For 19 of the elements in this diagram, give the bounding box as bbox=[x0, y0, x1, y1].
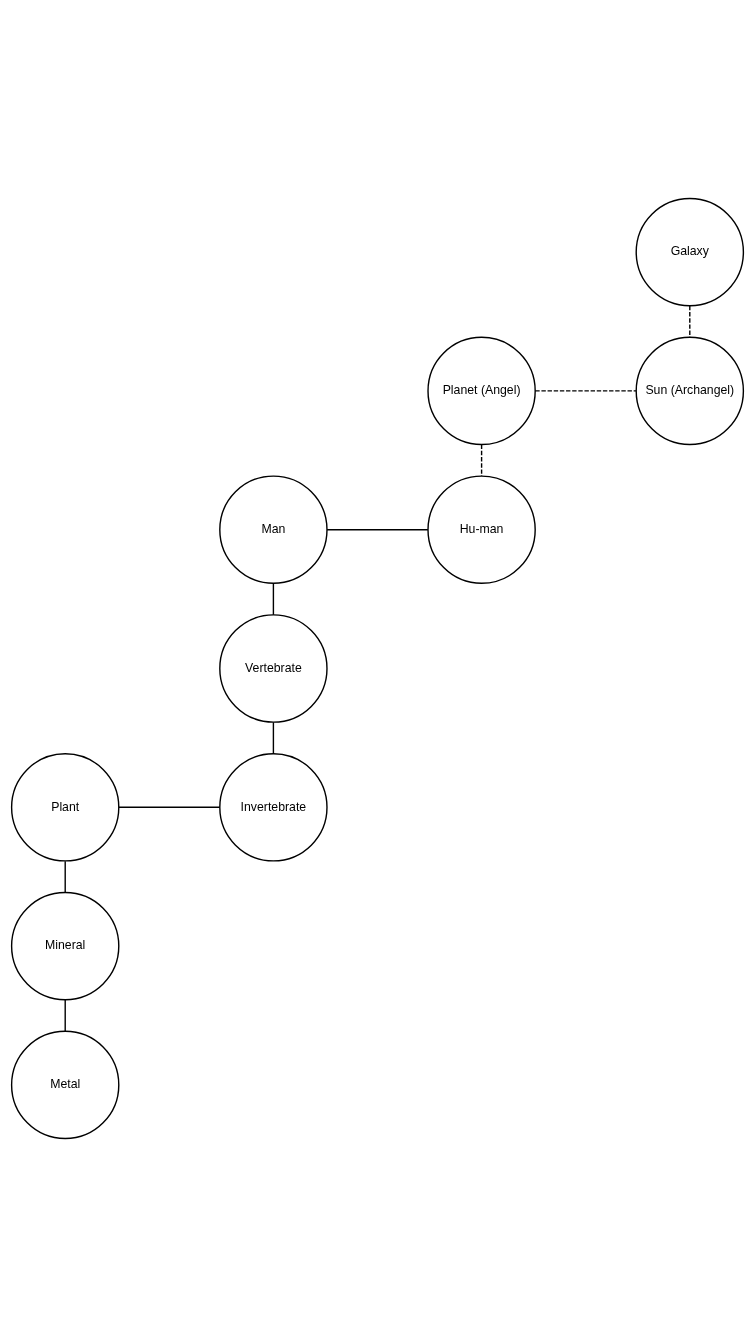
node-circle: Invertebrate bbox=[219, 752, 328, 862]
node-circle: Metal bbox=[10, 1030, 120, 1139]
node-circle: Planet (Angel) bbox=[427, 336, 536, 445]
connector bbox=[118, 806, 221, 808]
connector bbox=[272, 721, 275, 754]
node-circle: Hu-man bbox=[427, 474, 536, 584]
node-circle: Galaxy bbox=[635, 197, 745, 306]
connector bbox=[64, 998, 66, 1032]
connector bbox=[272, 582, 275, 615]
connector bbox=[480, 443, 483, 477]
node-circle: Mineral bbox=[10, 891, 120, 1000]
node-circle: Plant bbox=[10, 752, 120, 862]
connector bbox=[689, 304, 691, 338]
node-circle: Sun (Archangel) bbox=[635, 336, 745, 445]
connector bbox=[534, 389, 637, 392]
node-circle: Man bbox=[219, 474, 328, 584]
node-circle: Vertebrate bbox=[219, 613, 328, 723]
connector bbox=[326, 528, 429, 530]
connector bbox=[64, 859, 66, 893]
